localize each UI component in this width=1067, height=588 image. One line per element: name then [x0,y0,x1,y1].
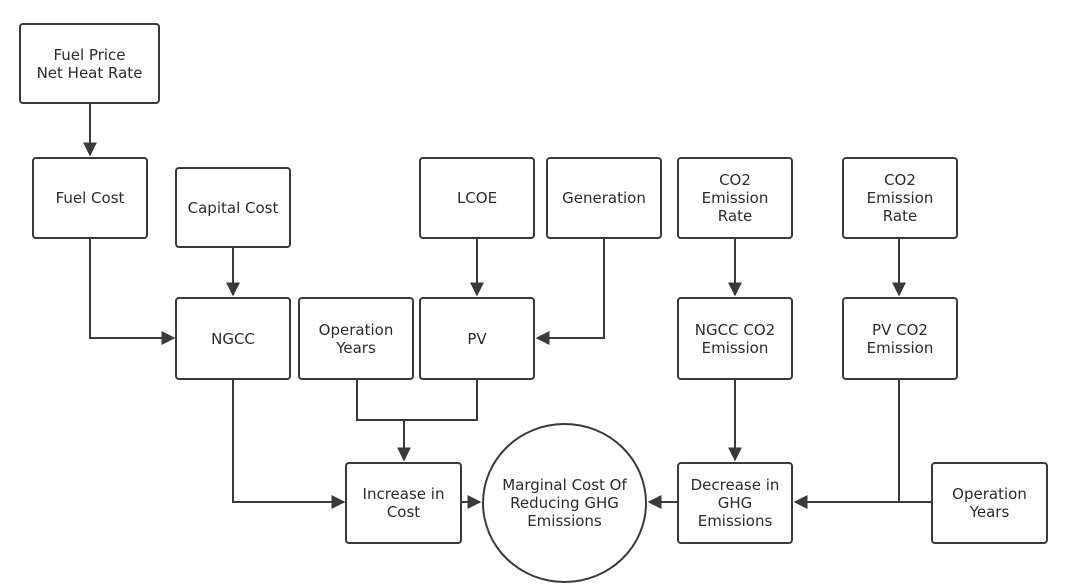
node-fuel-cost: Fuel Cost [32,157,148,239]
node-increase-in-cost: Increase in Cost [345,462,462,544]
edge-ngcc-to-increase-cost [232,380,346,509]
node-fuel-price: Fuel Price Net Heat Rate [19,23,160,104]
node-marginal-cost: Marginal Cost Of Reducing GHG Emissions [482,423,647,583]
node-co2-emission-rate-ngcc: CO2 Emission Rate [677,157,793,239]
node-co2-emission-rate-pv: CO2 Emission Rate [842,157,958,239]
node-ngcc: NGCC [175,297,291,380]
node-pv: PV [419,297,535,380]
edge-fuel-cost-to-ngcc [89,239,176,345]
node-pv-co2-emission: PV CO2 Emission [842,297,958,380]
node-capital-cost: Capital Cost [175,167,291,248]
node-decrease-in-ghg: Decrease in GHG Emissions [677,462,793,544]
node-operation-years-left: Operation Years [298,297,414,380]
edge-operation-years-pv-join [356,380,478,421]
node-ngcc-co2-emission: NGCC CO2 Emission [677,297,793,380]
node-generation: Generation [546,157,662,239]
node-lcoe: LCOE [419,157,535,239]
node-operation-years-right: Operation Years [931,462,1048,544]
edge-generation-to-pv [535,239,605,345]
